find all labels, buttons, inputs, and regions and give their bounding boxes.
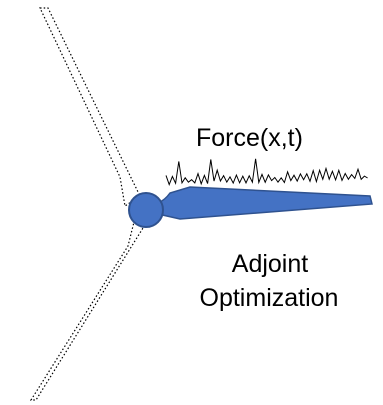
force-signal [165, 158, 368, 187]
optimization-label: Optimization [200, 284, 339, 312]
adjoint-label: Adjoint [232, 250, 308, 278]
rotor-hub [129, 193, 163, 227]
lower-blade-outline [29, 221, 144, 401]
highlighted-blade [158, 187, 372, 219]
rotor-hub-edge [128, 192, 164, 228]
upper-blade-outline [39, 7, 141, 208]
force-label: Force(x,t) [196, 124, 303, 152]
